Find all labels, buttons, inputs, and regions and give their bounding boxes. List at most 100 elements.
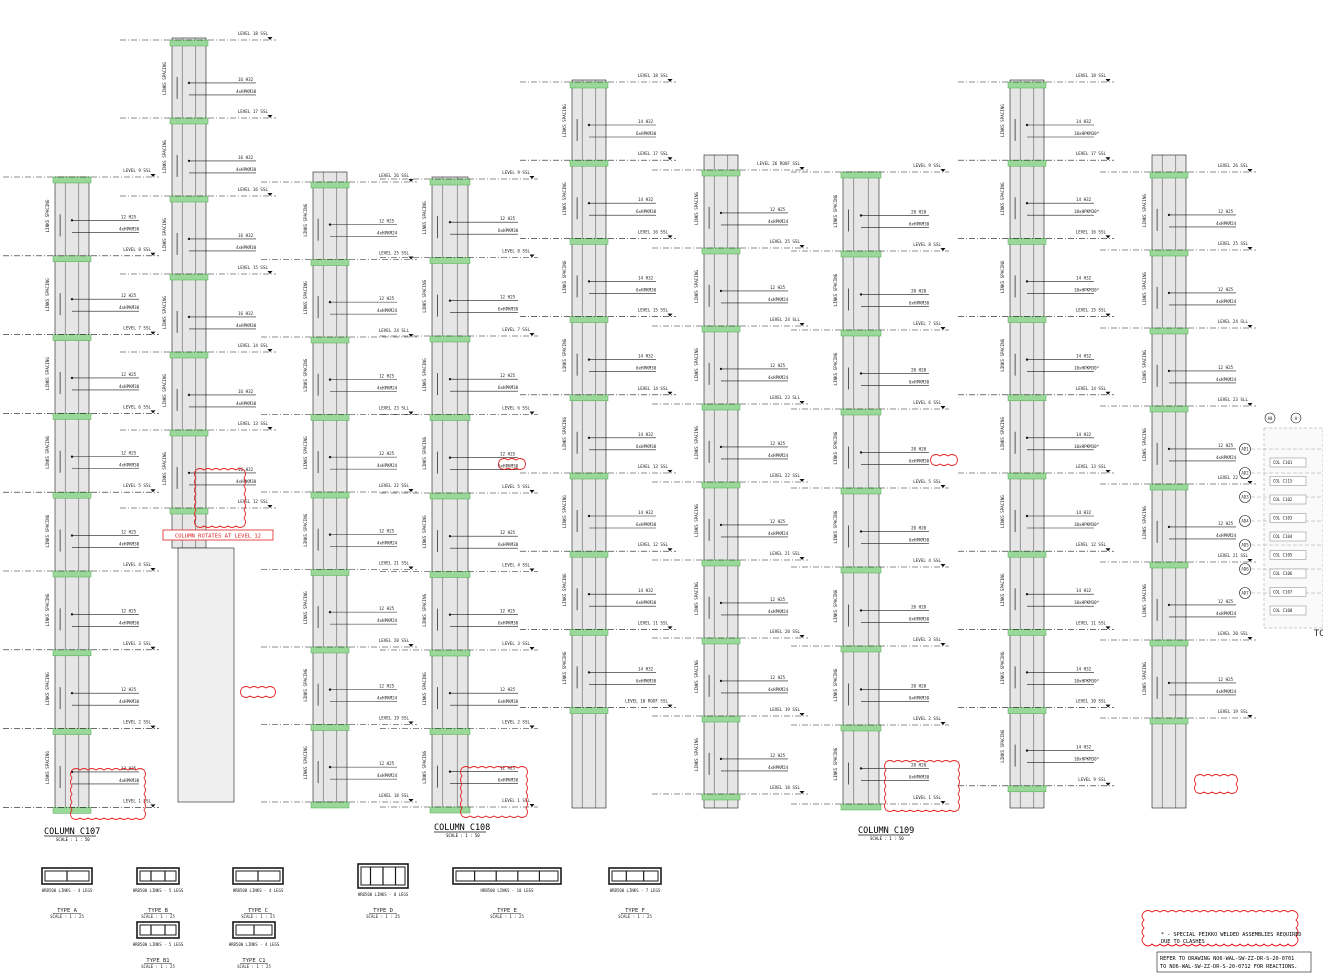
rebar-callout: 12 H25 [379,529,395,534]
plan-column-label: COL C115 [1273,479,1293,484]
level-marker [1247,637,1253,640]
rebar-callout: 14 H32 [1076,354,1092,359]
links-spacing-label: LINKS SPACING [422,750,427,783]
rebar-callout: 12 H25 [770,363,786,368]
links-spacing-label: LINKS SPACING [694,348,699,381]
coupler-callout: 4xHPKM30 [119,620,140,625]
links-spacing-label: LINKS SPACING [833,668,838,701]
level-marker [408,644,414,647]
plan-column-label: COL C105 [1273,553,1293,558]
column-body [1151,154,1187,809]
rebar-callout: 16 H32 [238,77,254,82]
level-label: LEVEL 19 SSL [379,716,410,721]
links-spacing-label: LINKS SPACING [1142,272,1147,305]
level-label: LEVEL 9 SSL [913,163,941,168]
level-label: LEVEL 5 SSL [502,484,530,489]
level-label: LEVEL 17 SSL [638,151,669,156]
links-spacing-label: LINKS SPACING [162,140,167,173]
column-title-c109: COLUMN C109 [858,826,914,836]
links-spacing-label: LINKS SPACING [1142,194,1147,227]
level-label: LEVEL 14 SSL [638,386,669,391]
slab-band [569,159,609,167]
links-spacing-label: LINKS SPACING [562,573,567,606]
level-label: LEVEL 15 SSL [238,265,269,270]
level-marker [267,193,273,196]
coupler-callout: 4xHPKM30 [236,89,257,94]
slab-band [701,637,741,645]
links-spacing-label: LINKS SPACING [162,296,167,329]
coupler-callout: 6xHPKM30 [498,385,519,390]
slab-band [52,176,92,184]
level-marker [150,725,156,729]
links-spacing-label: LINKS SPACING [45,751,50,784]
level-marker [799,167,805,170]
links-spacing-label: LINKS SPACING [562,495,567,528]
rebar-callout: 20 H20 [911,288,927,293]
slab-band [169,429,209,437]
links-spacing-label: LINKS SPACING [562,104,567,137]
links-spacing-label: LINKS SPACING [1142,662,1147,695]
slab-band [52,491,92,499]
slab-band [169,117,209,125]
rebar-callout: 20 H20 [911,209,927,214]
level-marker [1105,79,1111,82]
level-marker [529,568,535,572]
coupler-callout: 4xHPKM24 [377,463,398,468]
level-marker [1105,313,1111,317]
coupler-callout: 10xHPKM30* [1074,757,1100,762]
links-spacing-label: LINKS SPACING [694,504,699,537]
links-spacing-label: LINKS SPACING [694,192,699,225]
level-marker [1105,235,1111,239]
slab-band [840,566,882,574]
rebar-callout: 12 H25 [1218,599,1234,604]
level-label: LEVEL 5 SSL [913,479,941,484]
plan-grid-bubble: AD7 [1241,591,1249,596]
level-marker [267,115,273,118]
level-marker [667,235,673,239]
plan-column-label: COL C108 [1273,608,1293,613]
link-type-caption: HRB500 LINKS - 5 LEGS [133,942,184,947]
coupler-callout: 4xHPKM24 [768,219,789,224]
links-spacing-label: LINKS SPACING [303,513,308,546]
level-label: LEVEL 24 SLL [379,328,410,333]
coupler-callout: 10xHPKM30* [1074,600,1100,605]
coupler-callout: 4xHPKM24 [1216,221,1237,226]
links-spacing-label: LINKS SPACING [694,660,699,693]
plan-grid-bubble: AD3 [1241,495,1249,500]
column-body [571,79,607,809]
level-marker [940,801,946,804]
slab-band [1007,472,1047,480]
level-marker [940,248,946,251]
column-titles: COLUMN C107 SCALE : 1 : 50 COLUMN C108 S… [44,823,914,842]
rebar-callout: 14 H32 [638,119,654,124]
rebar-callout: 12 H25 [770,207,786,212]
links-spacing-label: LINKS SPACING [833,589,838,622]
links-spacing-label: LINKS SPACING [694,738,699,771]
rebar-callout: 12 H25 [770,753,786,758]
level-label: LEVEL 3 SSL [502,641,530,646]
coupler-callout: 10xHPKM30* [1074,522,1100,527]
slab-band [840,724,882,732]
slab-band [310,414,350,421]
level-marker [667,704,673,708]
coupler-callout: 4xHPKM30 [236,167,257,172]
level-label: LEVEL 4 SSL [502,563,530,568]
level-marker [408,721,414,725]
slab-band [840,645,882,653]
level-marker [1105,157,1111,161]
level-label: LEVEL 18 SSL [379,793,410,798]
link-type-caption: HRB500 LINKS - 7 LEGS [610,888,661,893]
level-label: LEVEL 17 SSL [1076,151,1107,156]
slab-band [569,472,609,480]
slab-band [840,329,882,337]
level-label: LEVEL 26 SSL [1218,163,1249,168]
level-label: LEVEL 14 SSL [1076,386,1107,391]
level-label: LEVEL 23 SLL [379,406,410,411]
slab-band [52,255,92,263]
level-marker [799,791,805,794]
